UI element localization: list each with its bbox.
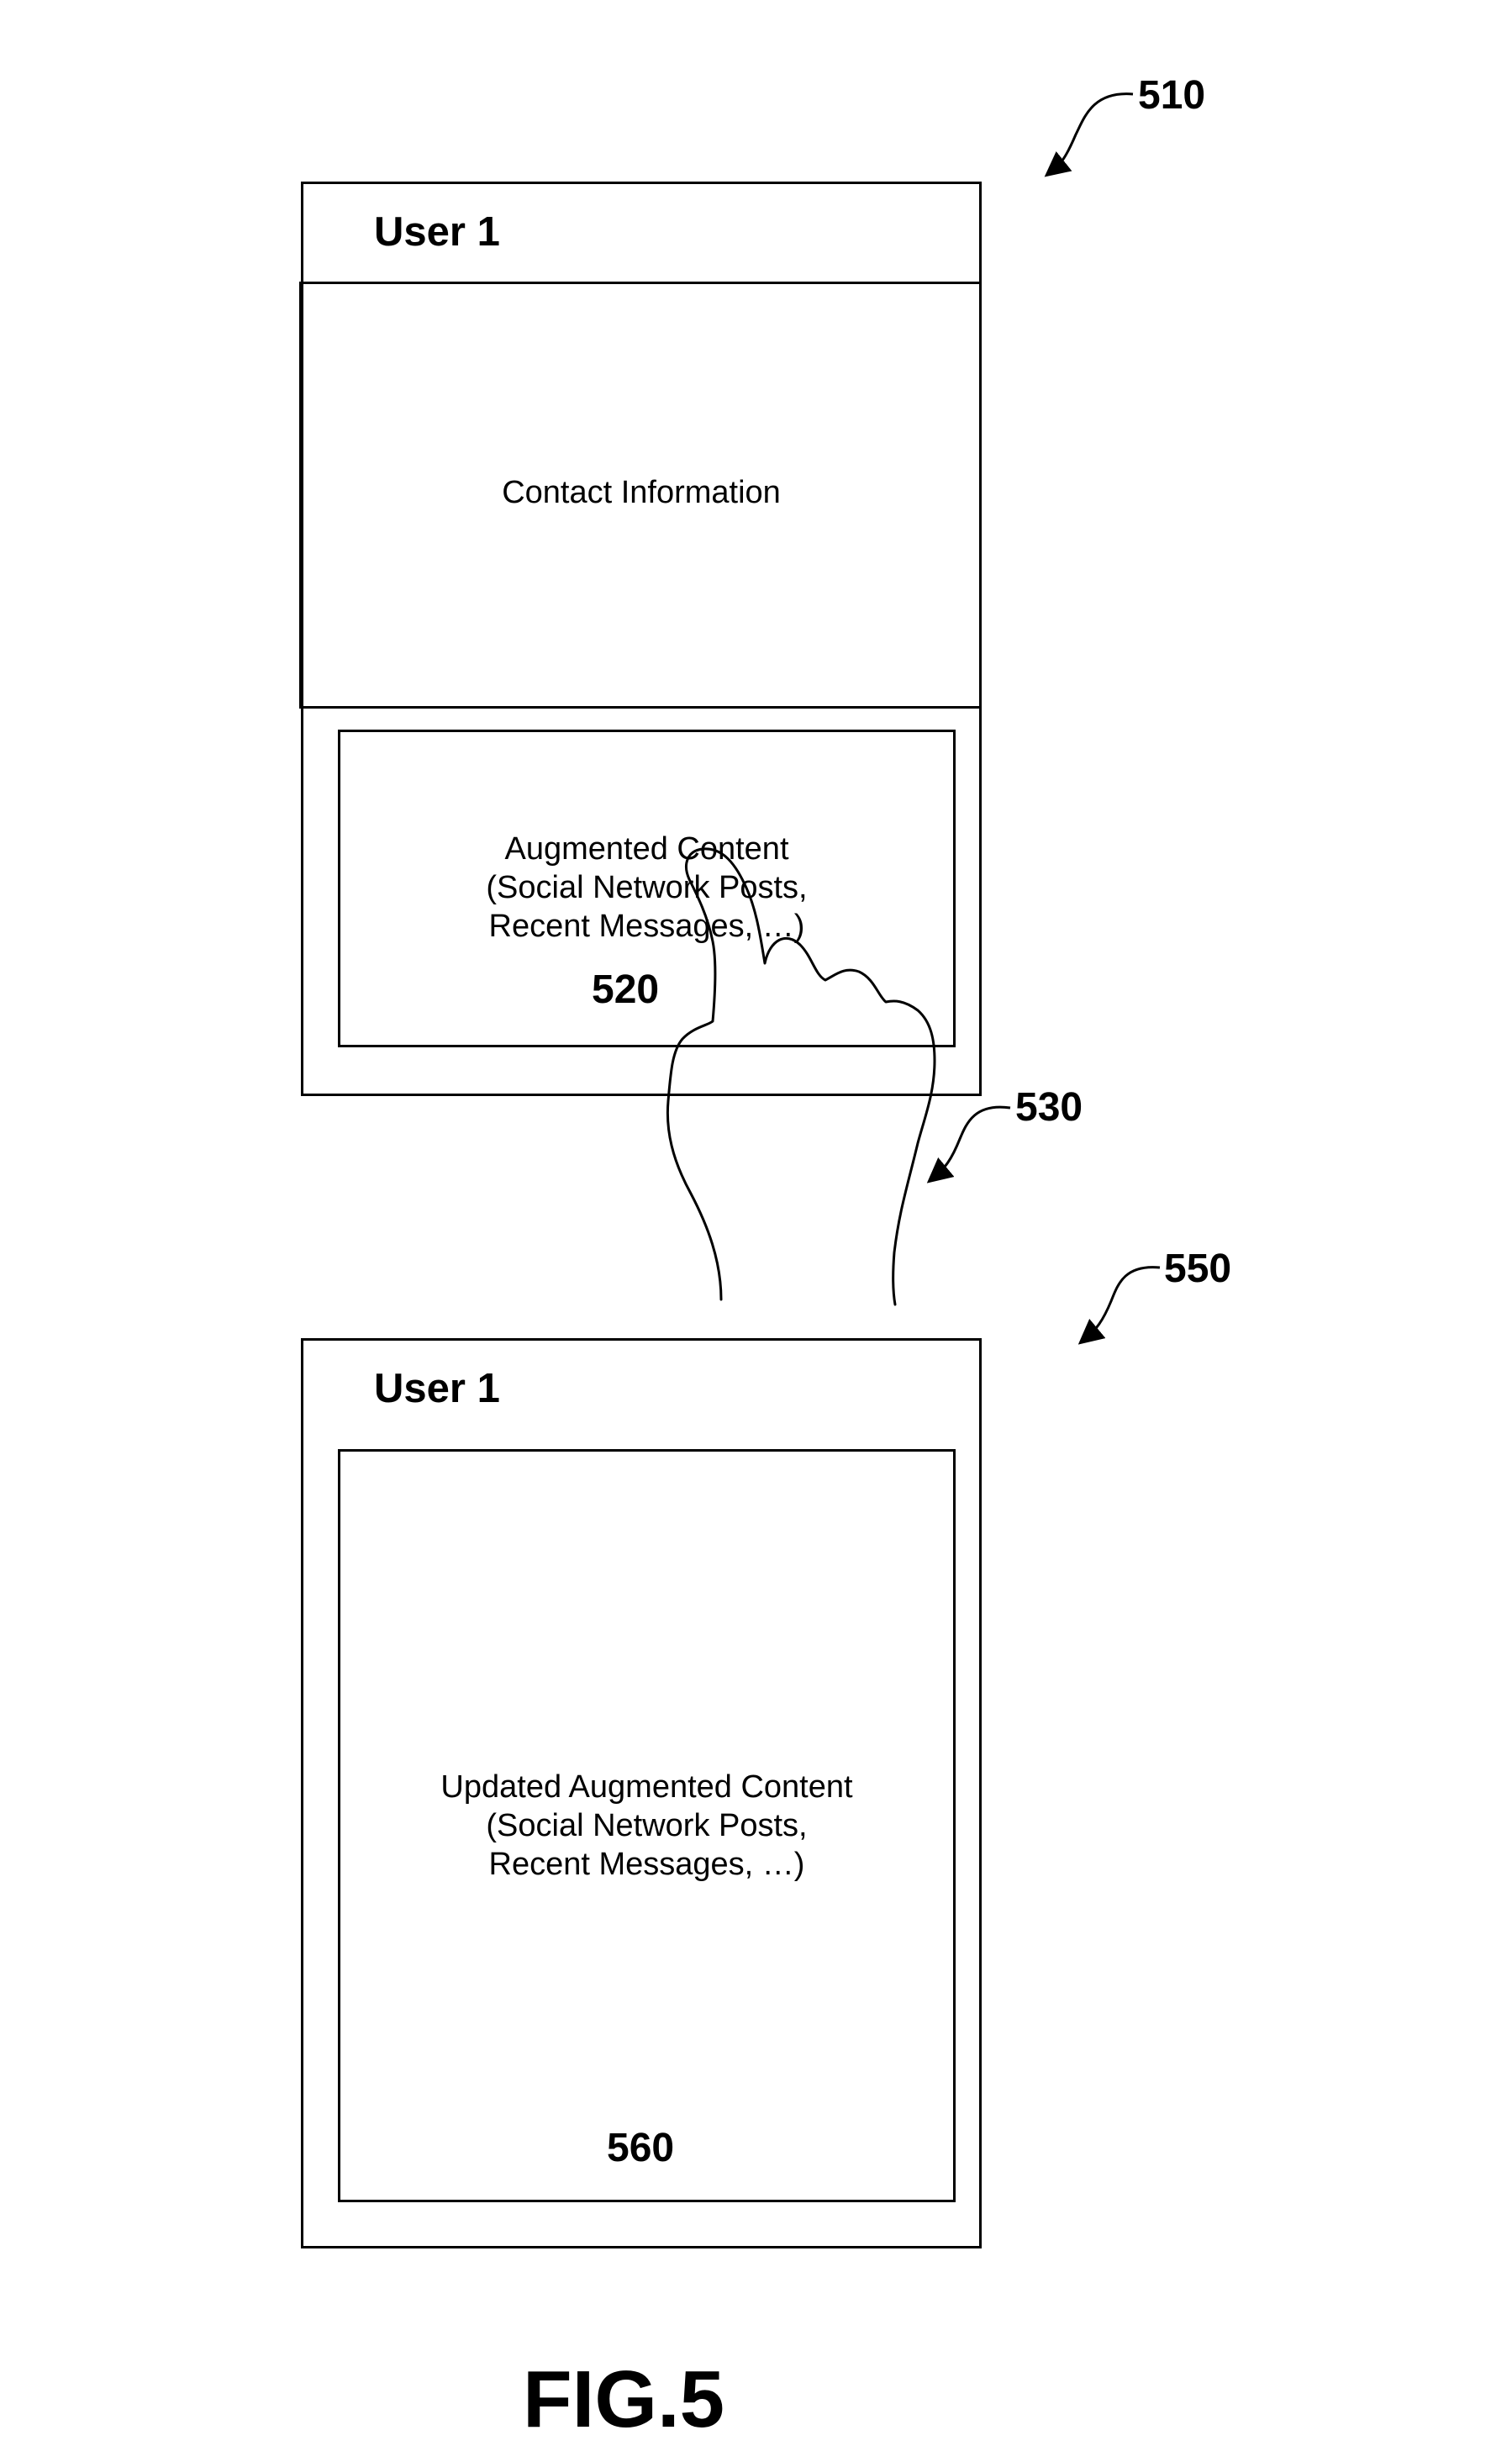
figure-label: FIG.5 [523, 2354, 724, 2446]
leader-arrow-530 [935, 1107, 1010, 1177]
updated-augmented-content-title: Updated Augmented Content [338, 1768, 956, 1806]
augmented-content-title: Augmented Content [338, 830, 956, 868]
leader-arrow-550 [1086, 1268, 1160, 1338]
augmented-content-line2: (Social Network Posts, [338, 868, 956, 907]
user-label-top: User 1 [374, 208, 500, 256]
user-label-bottom: User 1 [374, 1365, 500, 1412]
contact-information-label: Contact Information [301, 475, 982, 511]
ref-550: 550 [1164, 1246, 1231, 1292]
leader-arrow-510 [1052, 94, 1133, 171]
ref-530: 530 [1015, 1084, 1083, 1131]
augmented-content-text: Augmented Content (Social Network Posts,… [338, 830, 956, 946]
ref-560: 560 [607, 2125, 674, 2171]
ref-510: 510 [1138, 72, 1205, 119]
augmented-content-line3: Recent Messages, …) [338, 907, 956, 946]
updated-augmented-content-line2: (Social Network Posts, [338, 1806, 956, 1845]
ref-520: 520 [592, 967, 659, 1013]
updated-augmented-content-line3: Recent Messages, …) [338, 1845, 956, 1884]
updated-augmented-content-text: Updated Augmented Content (Social Networ… [338, 1768, 956, 1884]
